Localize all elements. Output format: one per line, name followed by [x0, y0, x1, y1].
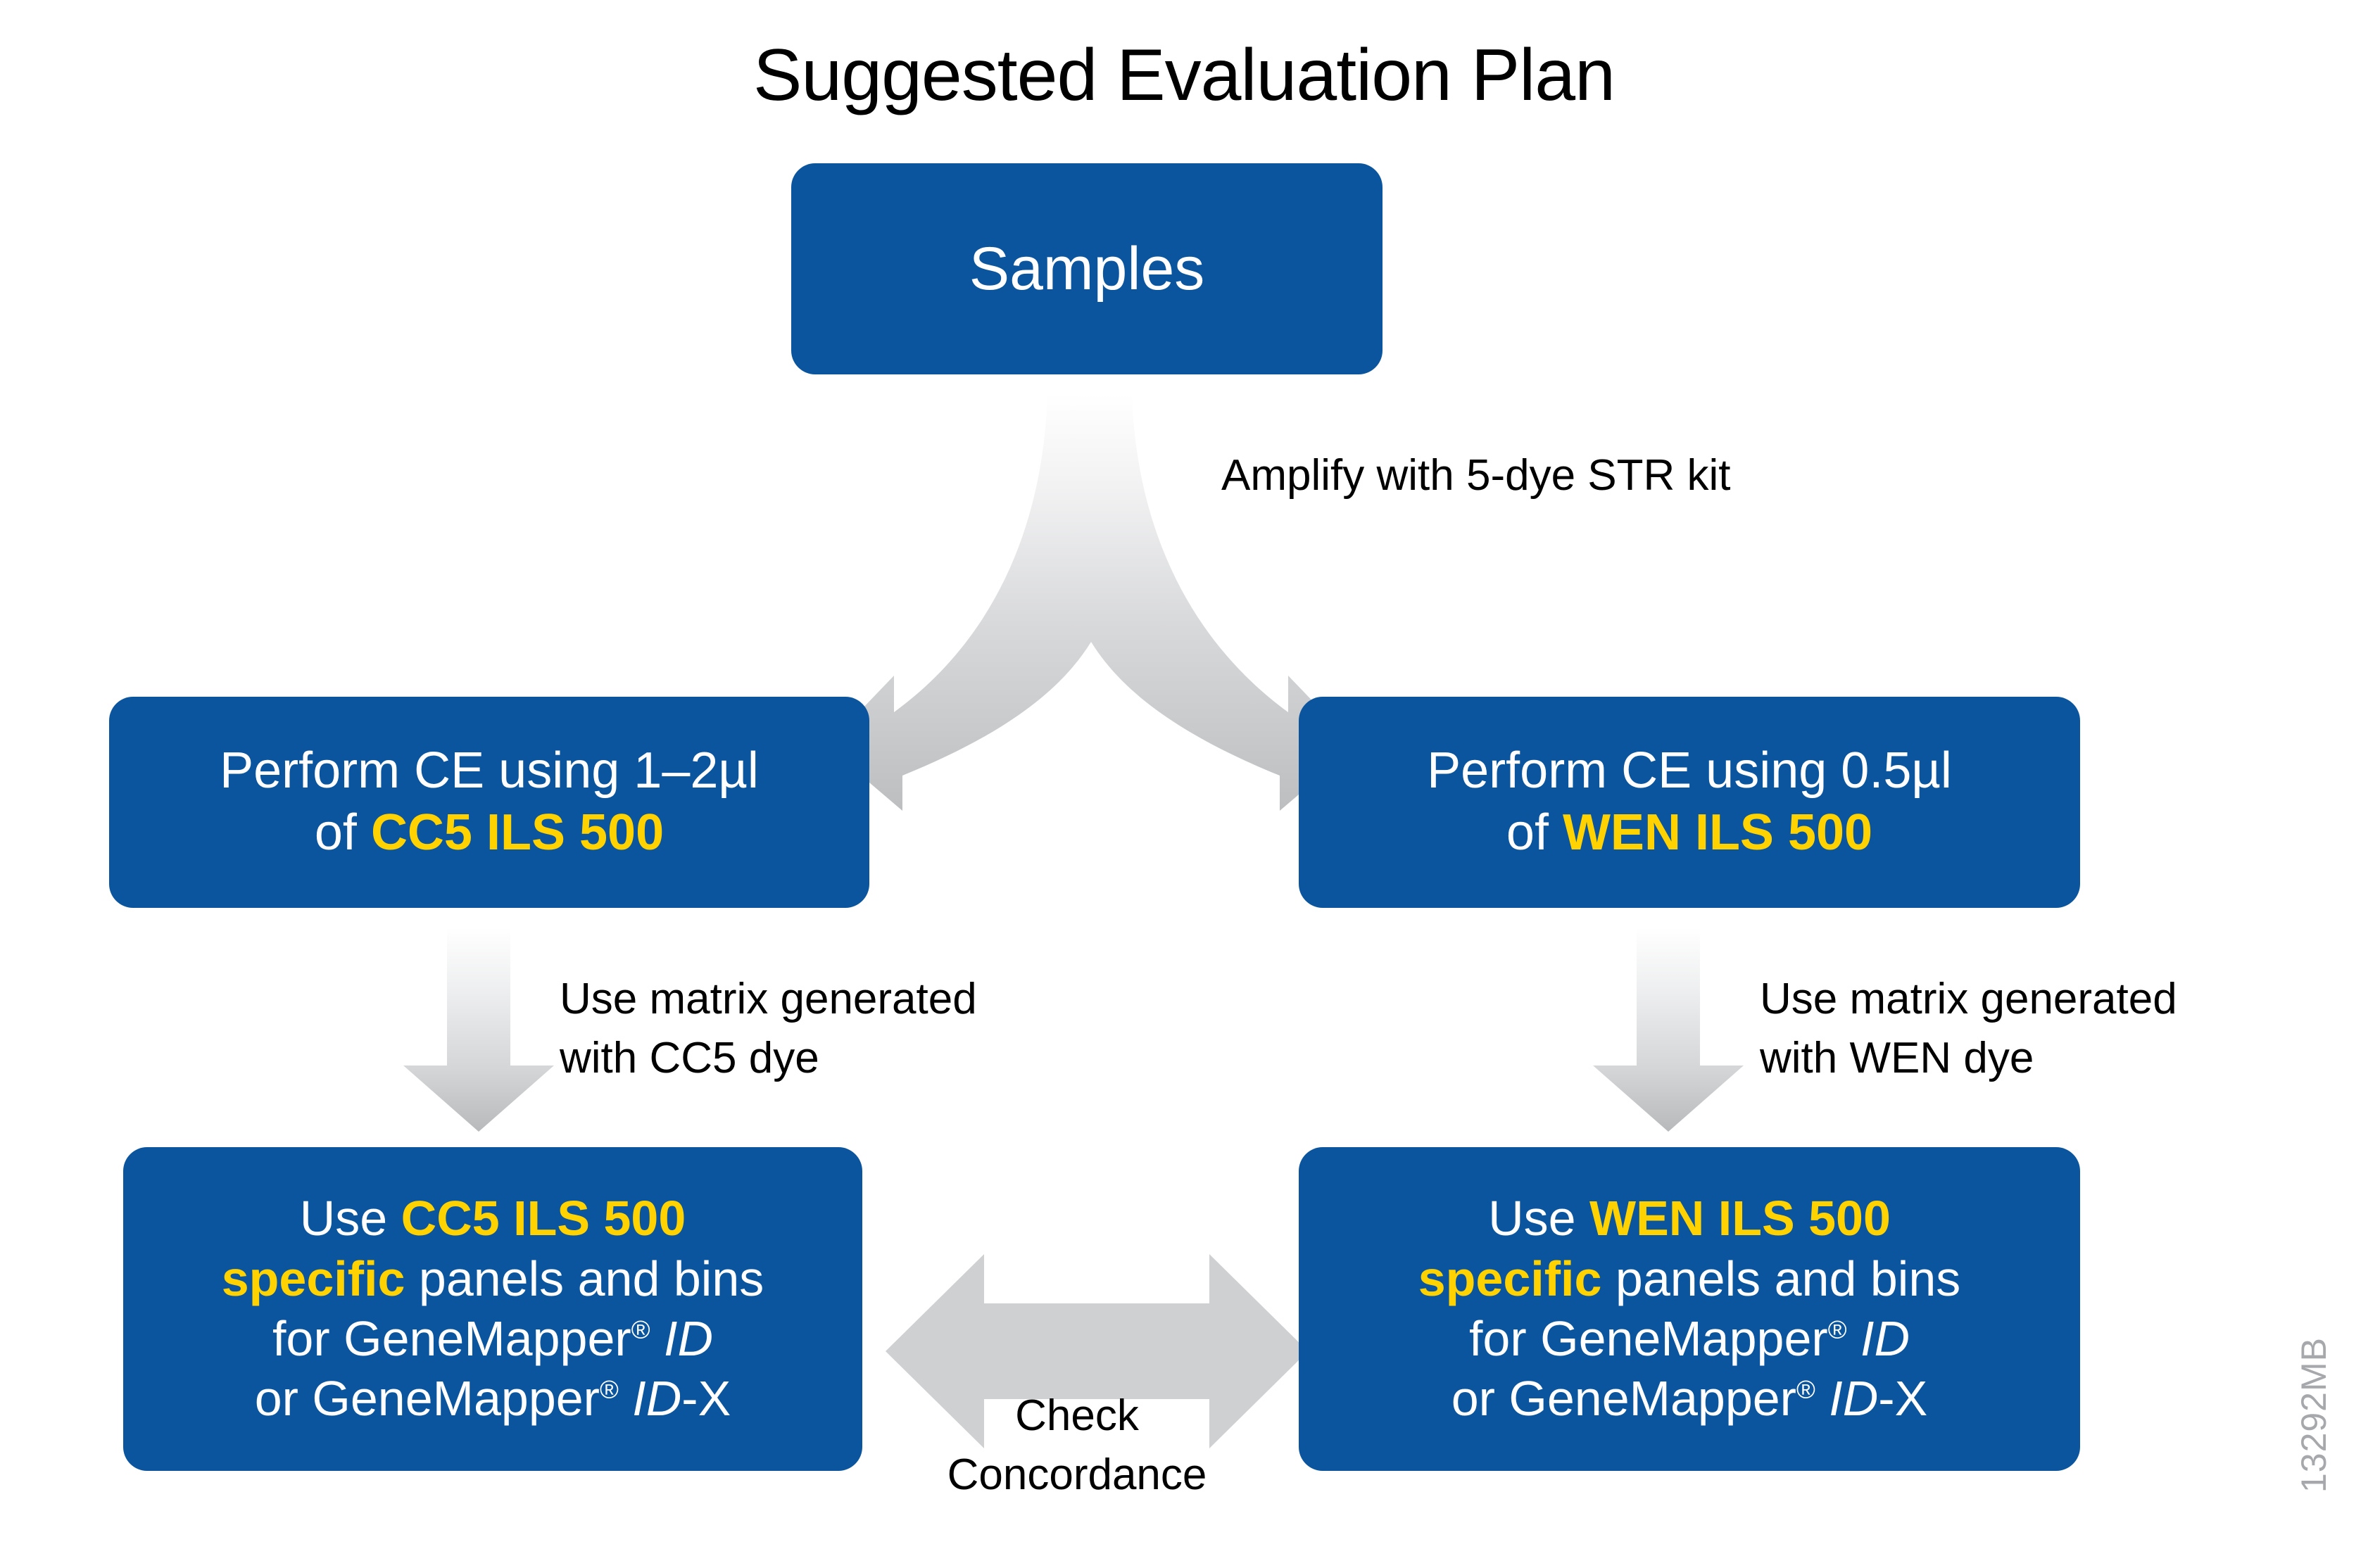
box-perform-ce-wen[interactable]: Perform CE using 0.5µl of WEN ILS 500	[1299, 697, 2080, 908]
left-panels-line3-italic: ID	[664, 1311, 713, 1366]
right-panels-line2-highlight: specific	[1418, 1251, 1602, 1306]
registered-trademark-icon: ®	[1827, 1315, 1847, 1344]
right-ce-line2-prefix: of	[1506, 804, 1563, 861]
box-panels-bins-cc5[interactable]: Use CC5 ILS 500 specific panels and bins…	[123, 1147, 862, 1471]
label-check-concordance: Check Concordance	[915, 1386, 1239, 1505]
left-panels-line1-prefix: Use	[299, 1191, 401, 1246]
right-panels-line3-prefix: for GeneMapper	[1468, 1311, 1828, 1366]
registered-trademark-icon: ®	[1796, 1375, 1815, 1405]
left-panels-line4-prefix: or GeneMapper	[254, 1371, 600, 1427]
page-title: Suggested Evaluation Plan	[753, 34, 1616, 116]
split-arrow-down-two-branches-icon	[826, 394, 1356, 811]
left-panels-line1-highlight: CC5 ILS 500	[401, 1191, 686, 1246]
matrix-right-line2: with WEN dye	[1760, 1034, 2034, 1083]
concordance-line1: Check	[1015, 1391, 1139, 1440]
concordance-line2: Concordance	[947, 1450, 1207, 1500]
arrow-down-icon	[403, 928, 554, 1132]
left-ce-line2-highlight: CC5 ILS 500	[370, 804, 665, 861]
box-panels-bins-cc5-text: Use CC5 ILS 500 specific panels and bins…	[123, 1189, 862, 1429]
box-perform-ce-cc5[interactable]: Perform CE using 1–2µl of CC5 ILS 500	[109, 697, 869, 908]
right-ce-line2-highlight: WEN ILS 500	[1562, 804, 1873, 861]
box-samples[interactable]: Samples	[791, 163, 1383, 374]
registered-trademark-icon: ®	[600, 1375, 619, 1405]
left-panels-line2-highlight: specific	[221, 1251, 405, 1306]
left-ce-line1: Perform CE using 1–2µl	[220, 742, 759, 799]
registered-trademark-icon: ®	[631, 1315, 650, 1344]
box-panels-bins-wen[interactable]: Use WEN ILS 500 specific panels and bins…	[1299, 1147, 2080, 1471]
box-panels-bins-wen-text: Use WEN ILS 500 specific panels and bins…	[1299, 1189, 2080, 1429]
label-use-matrix-wen: Use matrix generated with WEN dye	[1760, 970, 2177, 1089]
left-panels-line2-rest: panels and bins	[405, 1251, 764, 1306]
right-ce-line1: Perform CE using 0.5µl	[1427, 742, 1952, 799]
right-panels-line4-prefix: or GeneMapper	[1451, 1371, 1796, 1427]
label-amplify-with-str-kit: Amplify with 5-dye STR kit	[1221, 451, 1731, 500]
box-perform-ce-wen-text: Perform CE using 0.5µl of WEN ILS 500	[1299, 740, 2080, 864]
right-panels-line3-italic: ID	[1860, 1311, 1910, 1366]
matrix-left-line1: Use matrix generated	[560, 975, 977, 1023]
matrix-left-line2: with CC5 dye	[560, 1034, 819, 1083]
side-code-label: 13292MB	[2294, 1337, 2334, 1493]
left-panels-line4-suffix: -X	[681, 1371, 731, 1427]
right-panels-line4-italic: ID	[1829, 1371, 1879, 1427]
arrow-down-icon	[1593, 928, 1744, 1132]
right-panels-line1-highlight: WEN ILS 500	[1589, 1191, 1891, 1246]
label-use-matrix-cc5: Use matrix generated with CC5 dye	[560, 970, 977, 1089]
right-panels-line2-rest: panels and bins	[1601, 1251, 1961, 1306]
box-perform-ce-cc5-text: Perform CE using 1–2µl of CC5 ILS 500	[109, 740, 869, 864]
right-panels-line4-suffix: -X	[1878, 1371, 1928, 1427]
box-samples-label: Samples	[969, 234, 1205, 303]
matrix-right-line1: Use matrix generated	[1760, 975, 2177, 1023]
left-panels-line4-italic: ID	[632, 1371, 682, 1427]
double-headed-arrow-horizontal-icon	[886, 1254, 1308, 1448]
left-panels-line3-prefix: for GeneMapper	[272, 1311, 631, 1366]
left-ce-line2-prefix: of	[314, 804, 371, 861]
right-panels-line1-prefix: Use	[1488, 1191, 1590, 1246]
